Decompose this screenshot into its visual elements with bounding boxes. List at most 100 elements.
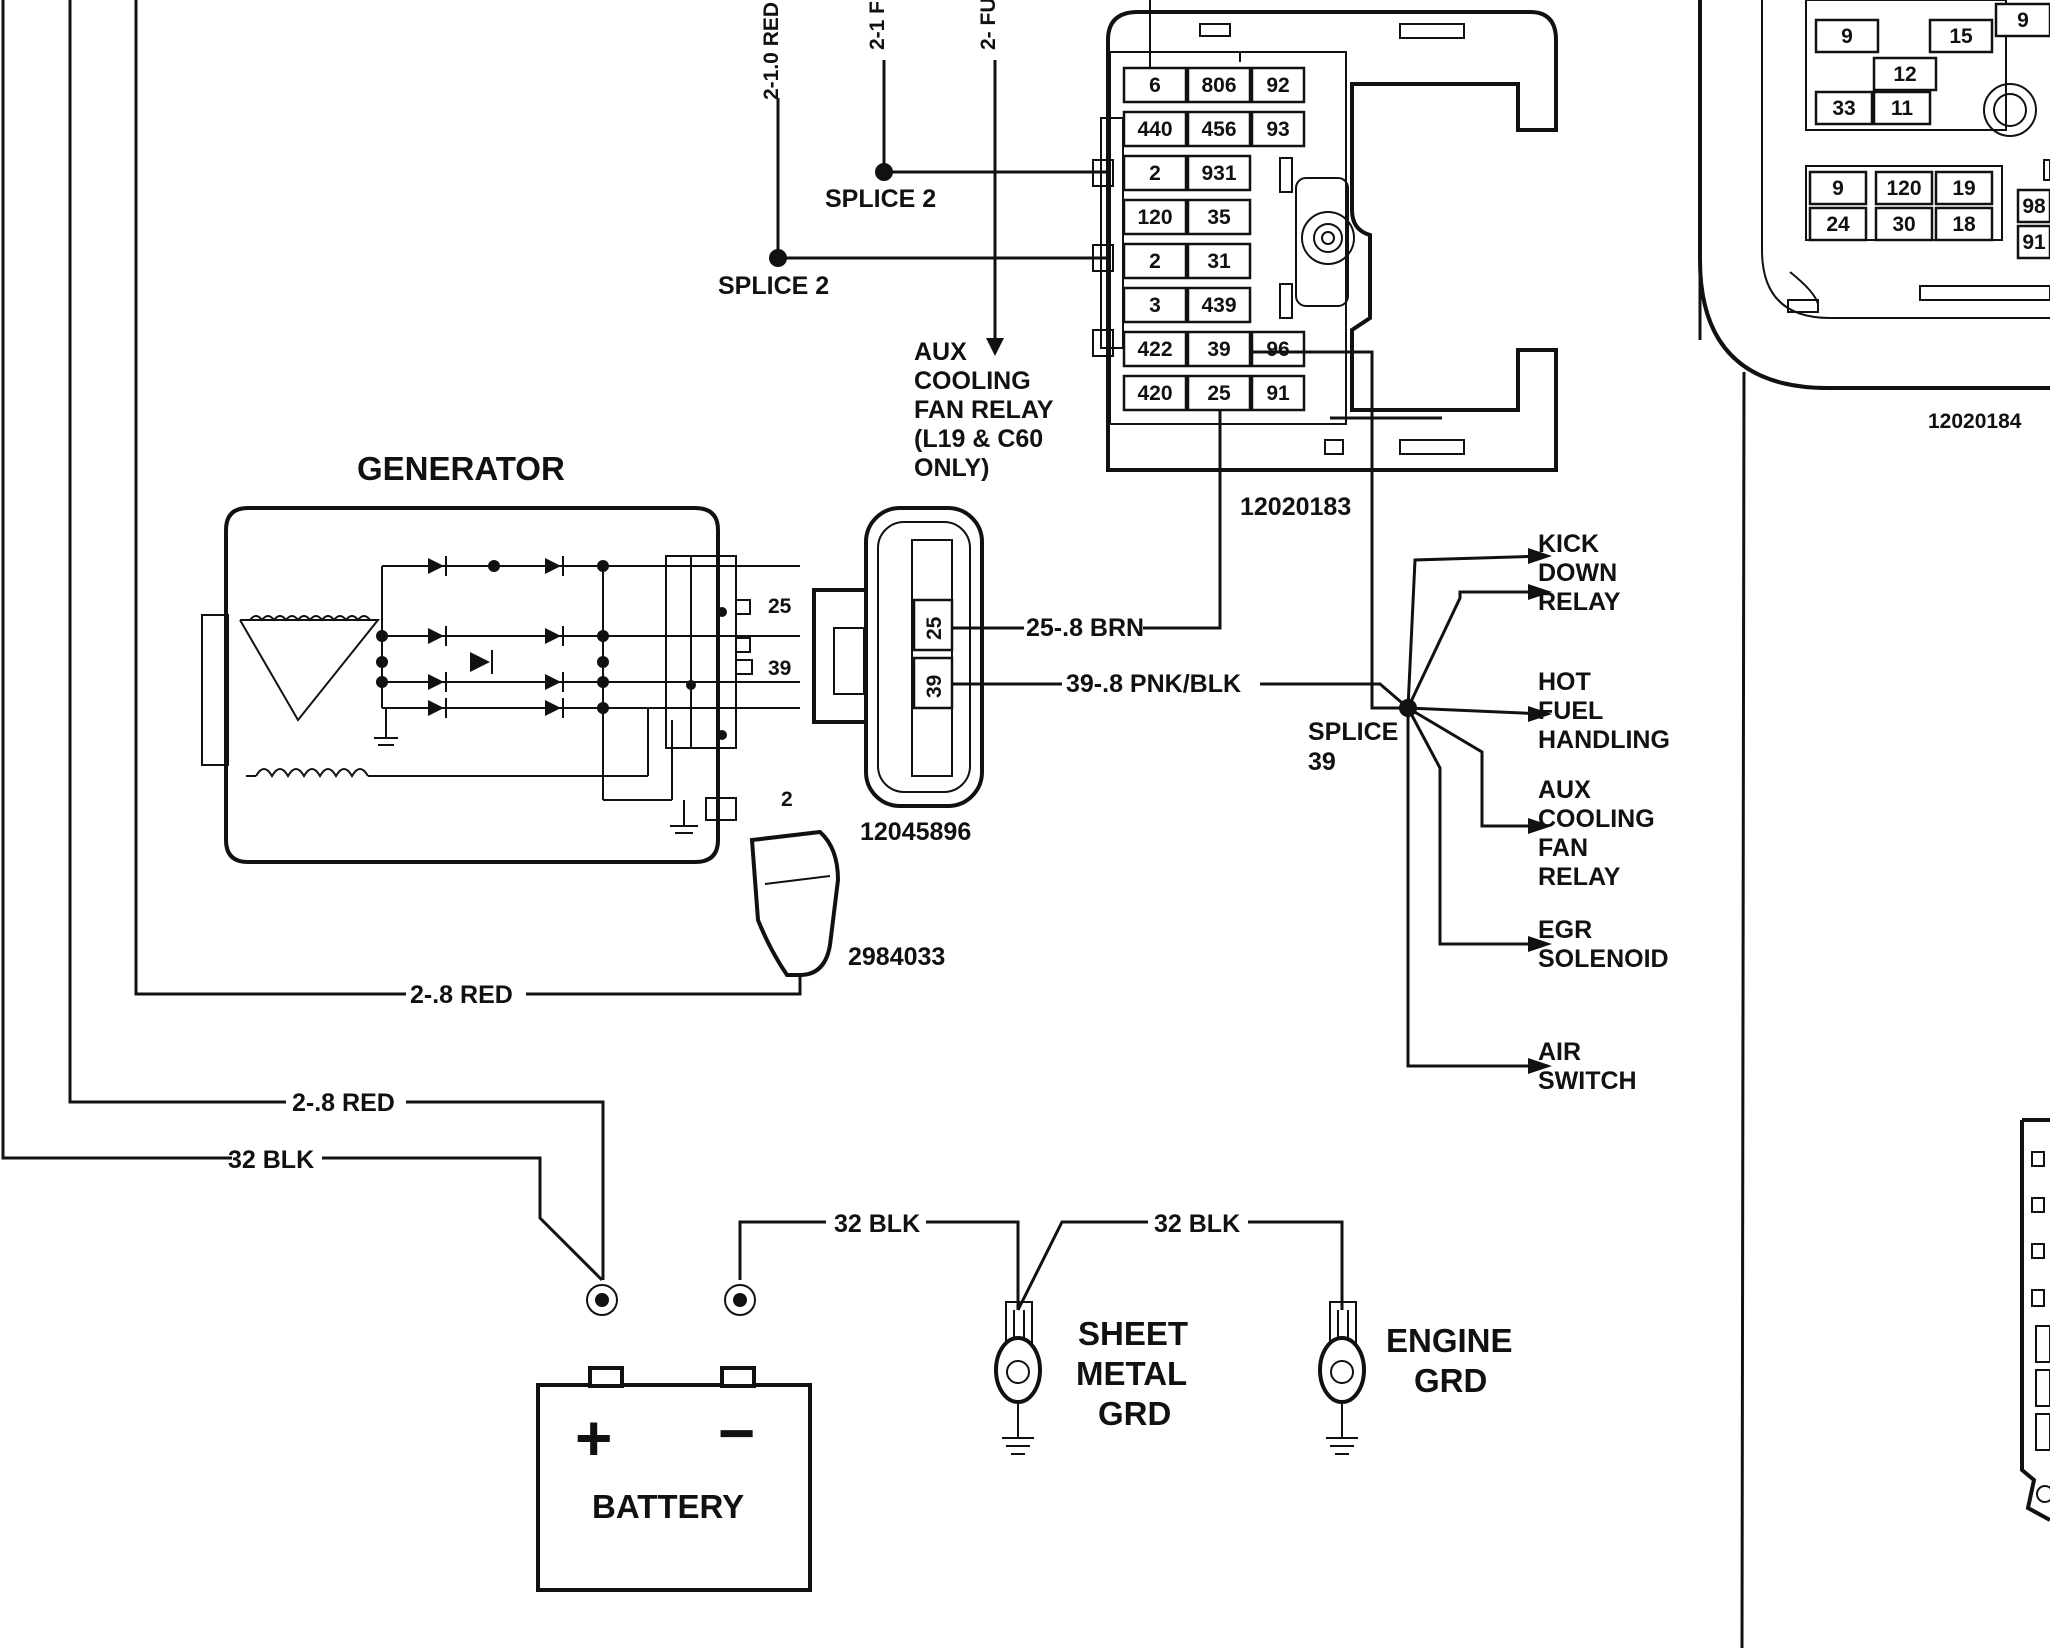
fuse-cell	[1250, 374, 1306, 412]
output-aux-fan-line-3: FAN	[1538, 834, 1588, 862]
fuse-cell	[1122, 286, 1188, 324]
right-fuse-cell	[1934, 170, 1994, 206]
fuse-cell-label: 2	[1149, 162, 1161, 185]
right-fuse-cell	[2016, 224, 2050, 260]
fuse-cell-label: 420	[1137, 382, 1172, 405]
bottom-right-connector	[2020, 1118, 2050, 1522]
right-fuse-cell-label: 120	[1886, 177, 1921, 200]
fuse-cell-label: 93	[1266, 118, 1289, 141]
fuse-cell-label: 35	[1207, 206, 1231, 229]
fuse-cell-label: 3	[1149, 294, 1161, 317]
right-fuse-cell	[1874, 206, 1934, 242]
right-fuse-cell-label: 24	[1826, 213, 1850, 236]
fuse-cell-label: 31	[1207, 250, 1231, 273]
fuse-cell	[1122, 66, 1188, 104]
output-hot-fuel-line-1: HOT	[1538, 668, 1591, 696]
engine-ground	[1318, 1301, 1366, 1455]
fuse-cell	[1186, 154, 1252, 192]
right-fuse-cell	[1808, 170, 1868, 206]
engine-grd-label-line-1: ENGINE	[1386, 1322, 1513, 1359]
right-fuse-cell-label: 11	[1891, 97, 1914, 120]
right-fuse-cell	[1934, 206, 1994, 242]
splice-39-dot	[1399, 699, 1417, 717]
splice-2-upper-label: SPLICE 2	[825, 185, 936, 213]
fuse-cell	[1186, 66, 1252, 104]
right-fuse-cell	[1814, 90, 1874, 126]
fuse-cell-label: 91	[1266, 382, 1290, 405]
right-fuse-cell	[2016, 188, 2050, 224]
fuse-cell-label: 25	[1207, 382, 1231, 405]
right-fuse-cell	[1814, 18, 1880, 54]
fuse-cell	[1122, 330, 1188, 368]
output-aux-fan-line-4: RELAY	[1538, 863, 1621, 891]
fuse-cell-label: 931	[1201, 162, 1236, 185]
right-fuse-cell-label: 12	[1893, 63, 1916, 86]
sheet-metal-label-line-1: SHEET	[1078, 1315, 1188, 1352]
fuse-cell-label: 439	[1201, 294, 1236, 317]
fuse-cell	[1186, 110, 1252, 148]
fuse-block-part-number: 12020183	[1240, 493, 1351, 521]
fuse-cell-label: 806	[1201, 74, 1236, 97]
output-kick-down-line-2: DOWN	[1538, 559, 1617, 587]
sheet-metal-label-line-2: METAL	[1076, 1355, 1187, 1392]
generator-terminal-2: 2	[781, 788, 793, 811]
connector-part-number: 12045896	[860, 818, 971, 846]
aux-cooling-fan-relay-top: AUX COOLING FAN RELAY (L19 & C60 ONLY)	[914, 338, 1054, 482]
fuse-cell	[1250, 330, 1306, 368]
right-fuse-cell-label: 18	[1952, 213, 1976, 236]
right-fuse-cell	[1994, 2, 2050, 38]
fuse-cell-label: 440	[1137, 118, 1172, 141]
fuse-cell	[1122, 110, 1188, 148]
battery-plus-sign: +	[575, 1402, 612, 1474]
sheet-metal-ground	[994, 1301, 1042, 1455]
feed-label-3: 2- FUSI	[977, 0, 1000, 50]
right-fuse-cell-label: 33	[1832, 97, 1855, 120]
output-egr-line-1: EGR	[1538, 916, 1592, 944]
connector-pin-39: 39	[923, 675, 946, 698]
output-aux-fan-line-2: COOLING	[1538, 805, 1655, 833]
fuse-block-wires	[1143, 350, 1442, 710]
fuse-cell-label: 2	[1149, 250, 1161, 273]
right-fuse-cell	[1808, 206, 1868, 242]
engine-grd-label-line-2: GRD	[1414, 1362, 1487, 1399]
generator	[201, 506, 800, 864]
splice-39-label-line-1: SPLICE	[1308, 718, 1398, 746]
generator-title: GENERATOR	[357, 450, 565, 487]
fuse-cell-label: 92	[1266, 74, 1289, 97]
generator-terminal-25: 25	[768, 595, 792, 618]
fuse-cell	[1122, 374, 1188, 412]
splice-2-upper-dot	[875, 163, 893, 181]
fuse-cell	[1122, 198, 1188, 236]
right-fuse-cell-label: 9	[1841, 25, 1853, 48]
battery-label: BATTERY	[592, 1488, 744, 1525]
output-air-switch-line-2: SWITCH	[1538, 1067, 1637, 1095]
top-feeds	[769, 60, 1118, 356]
output-kick-down-line-1: KICK	[1538, 530, 1599, 558]
wire-label-brn: 25-.8 BRN	[1026, 614, 1144, 642]
wire-label-blk-2: 32 BLK	[834, 1210, 920, 1238]
output-hot-fuel-line-2: FUEL	[1538, 697, 1603, 725]
output-hot-fuel-line-3: HANDLING	[1538, 726, 1670, 754]
regulator-part-number: 2984033	[848, 943, 945, 971]
battery	[536, 1366, 812, 1592]
wire-label-red-1: 2-.8 RED	[410, 981, 513, 1009]
fuse-cell-label: 120	[1137, 206, 1172, 229]
splice-2-lower-dot	[769, 249, 787, 267]
right-fuse-cell-label: 91	[2022, 231, 2046, 254]
output-kick-down-line-3: RELAY	[1538, 588, 1621, 616]
generator-connector	[812, 506, 984, 808]
battery-minus-sign: −	[718, 1397, 755, 1469]
wire-label-pnk: 39-.8 PNK/BLK	[1066, 670, 1241, 698]
aux-relay-top-line-4: (L19 & C60	[914, 425, 1043, 453]
fuse-cell	[1122, 242, 1188, 280]
fuse-cell	[1250, 66, 1306, 104]
feed-label-2: 2-1 FUSI	[866, 0, 889, 50]
connector-wires	[952, 626, 1409, 710]
right-fuse-cell	[1872, 56, 1938, 92]
right-fuse-block-part-number: 12020184	[1928, 410, 2022, 433]
aux-relay-top-line-2: COOLING	[914, 367, 1031, 395]
right-fuse-cell-label: 9	[2017, 9, 2029, 32]
fuse-cell-label: 422	[1137, 338, 1172, 361]
